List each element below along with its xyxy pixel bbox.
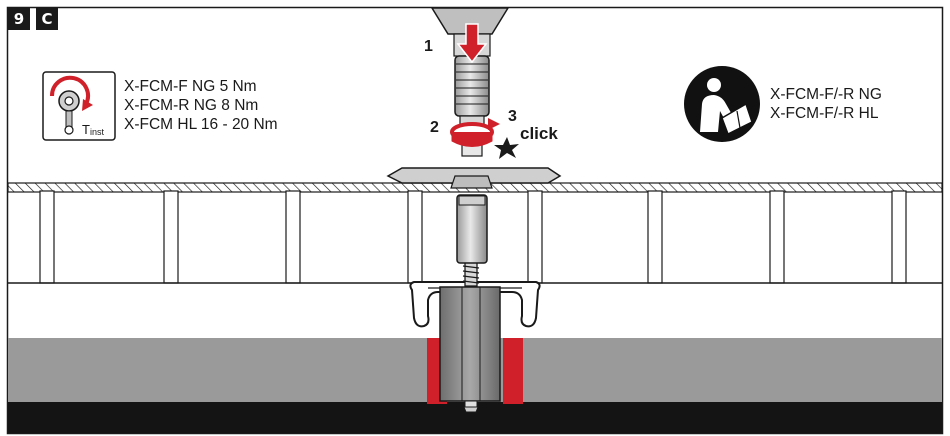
step-3-label: 3 [508, 108, 517, 125]
torque-spec-line: X-FCM HL 16 - 20 Nm [124, 116, 278, 133]
grating-bearing-bars [39, 190, 907, 284]
tool-sleeve [454, 55, 490, 117]
torque-label: Tinst [82, 122, 104, 137]
torque-spec-line: X-FCM-R NG 8 Nm [124, 97, 259, 114]
push-down-arrow [456, 23, 488, 64]
manual-reference-line: X-FCM-F/-R NG [770, 86, 882, 103]
read-manual-icon [684, 66, 760, 142]
step-2-label: 2 [430, 119, 439, 136]
rotation-ring [450, 118, 500, 147]
torque-label-sub: inst [89, 127, 104, 137]
torque-label-main: T [82, 122, 90, 137]
lower-bolt-body [439, 286, 501, 402]
clamp-jaw-right [503, 338, 523, 404]
step-1-label: 1 [424, 38, 433, 55]
torque-spec-line: X-FCM-F NG 5 Nm [124, 78, 257, 95]
manual-reference-list: X-FCM-F/-R NG X-FCM-F/-R HL [770, 85, 882, 123]
tool-chuck [430, 7, 510, 35]
upper-sleeve [456, 194, 488, 264]
click-star [494, 137, 519, 159]
torque-spec-list: X-FCM-F NG 5 Nm X-FCM-R NG 8 Nm X-FCM HL… [124, 77, 278, 134]
variant-letter-badge: C [36, 8, 58, 30]
step-number-badge: 9 [8, 8, 30, 30]
threaded-stud [462, 261, 480, 287]
click-label: click [520, 124, 558, 143]
torque-wrench-icon [42, 71, 116, 141]
manual-reference-line: X-FCM-F/-R HL [770, 105, 879, 122]
